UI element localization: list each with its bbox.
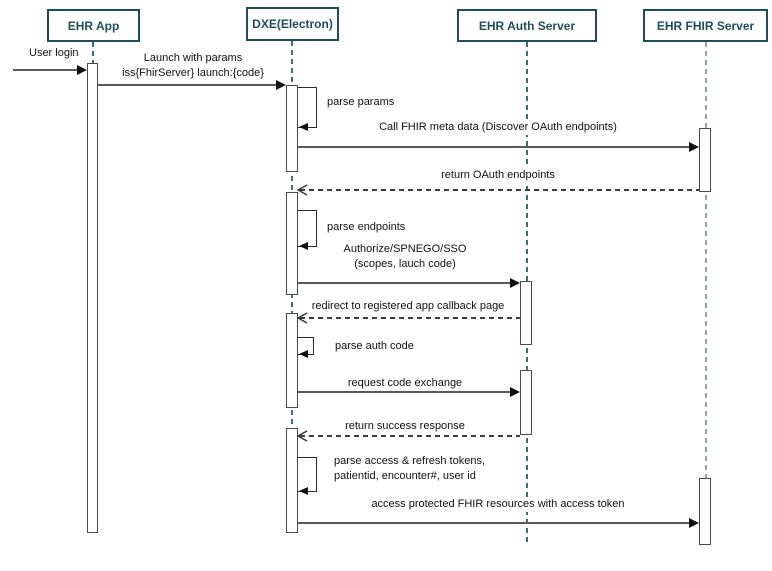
redirect-arrow — [300, 317, 520, 319]
user-login-arrow — [13, 69, 78, 71]
request-code-exchange-label: request code exchange — [305, 376, 505, 391]
participant-dxe-label: DXE(Electron) — [252, 17, 333, 31]
activation-dxe-1 — [286, 85, 298, 172]
call-fhir-meta-label: Call FHIR meta data (Discover OAuth endp… — [298, 120, 698, 135]
launch-arrow — [98, 84, 278, 86]
participant-auth-server-label: EHR Auth Server — [478, 18, 576, 33]
parse-auth-code-label: parse auth code — [332, 339, 417, 354]
participant-ehr-app: EHR App — [47, 9, 140, 42]
participant-fhir-server-label: EHR FHIR Server — [656, 18, 755, 33]
participant-fhir-server: EHR FHIR Server — [643, 9, 768, 42]
access-protected-arrowhead-icon — [689, 518, 699, 528]
return-success-arrowhead-icon — [297, 430, 308, 442]
user-login-label: User login — [26, 46, 82, 61]
activation-fhir-2 — [699, 478, 711, 545]
activation-dxe-2 — [286, 192, 298, 295]
parse-endpoints-label: parse endpoints — [324, 220, 409, 235]
activation-auth-2 — [520, 370, 532, 435]
activation-dxe-3 — [286, 313, 298, 408]
launch-label: Launch with params iss{FhirServer} launc… — [100, 51, 286, 81]
parse-tokens-arrowhead-icon — [299, 487, 308, 495]
return-oauth-arrowhead-icon — [297, 184, 308, 196]
activation-fhir-1 — [699, 128, 711, 192]
activation-ehr-app — [87, 63, 98, 533]
redirect-label: redirect to registered app callback page — [296, 299, 520, 314]
participant-ehr-app-label: EHR App — [67, 18, 120, 33]
activation-auth-1 — [520, 281, 532, 345]
redirect-arrowhead-icon — [297, 312, 308, 324]
activation-dxe-4 — [286, 428, 298, 533]
participant-dxe: DXE(Electron) — [246, 7, 339, 41]
access-protected-arrow — [298, 522, 691, 524]
call-fhir-meta-arrow — [298, 146, 691, 148]
participant-auth-server: EHR Auth Server — [457, 9, 597, 42]
authorize-arrowhead-icon — [510, 278, 520, 288]
authorize-arrow — [298, 282, 512, 284]
return-success-label: return success response — [305, 419, 505, 434]
parse-params-label: parse params — [324, 95, 398, 110]
call-fhir-meta-arrowhead-icon — [689, 142, 699, 152]
access-protected-label: access protected FHIR resources with acc… — [298, 497, 698, 512]
return-success-arrow — [300, 435, 520, 437]
authorize-label: Authorize/SPNEGO/SSO (scopes, lauch code… — [305, 242, 505, 272]
launch-arrowhead-icon — [276, 80, 286, 90]
parse-endpoints-arrowhead-icon — [299, 242, 308, 250]
parse-tokens-label: parse access & refresh tokens, patientid… — [331, 454, 489, 484]
request-code-exchange-arrow — [298, 391, 512, 393]
return-oauth-label: return OAuth endpoints — [298, 168, 698, 183]
parse-params-arrowhead-icon — [299, 123, 308, 131]
request-code-exchange-arrowhead-icon — [510, 387, 520, 397]
user-login-arrowhead-icon — [77, 65, 87, 75]
lifeline-fhir-server — [705, 42, 707, 545]
parse-auth-code-arrowhead-icon — [299, 350, 308, 358]
return-oauth-arrow — [300, 189, 699, 191]
